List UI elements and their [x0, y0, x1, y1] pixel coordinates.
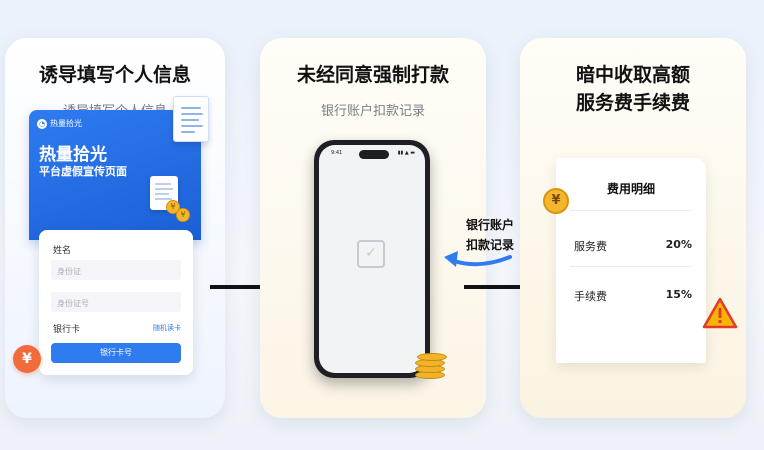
check-icon: ✓ [357, 240, 385, 268]
fee-row-label: 手续费 [574, 290, 607, 303]
step-title: 诱导填写个人信息 [38, 64, 191, 86]
document-icon [173, 96, 209, 142]
info-form: 姓名 身份证 身份证号 银行卡 随机读卡 银行卡号 [39, 230, 193, 375]
brand: ◔ 热量拾光 [37, 118, 82, 129]
fee-row-value: 15% [665, 288, 692, 301]
id-number-placeholder: 身份证号 [57, 299, 89, 308]
step-title-line1: 暗中收取高额 [575, 64, 690, 86]
bank-card-label: 银行卡 [53, 325, 81, 335]
step-subtitle: 银行账户扣款记录 [320, 104, 425, 119]
divider [570, 210, 692, 211]
bank-card-button[interactable]: 银行卡号 [51, 343, 181, 363]
step-title: 未经同意强制打款 [296, 64, 449, 86]
fee-receipt: 费用明细 服务费 20% 手续费 15% [556, 158, 706, 363]
fee-row-value: 20% [665, 238, 692, 251]
phone-mockup: 9:41 ▮▮ ▲ ▬ ✓ [314, 140, 430, 378]
yen-coin-icon: ¥ [543, 188, 569, 214]
bank-label-line1: 银行账户 [466, 218, 515, 232]
bank-label-line2: 扣款记录 [466, 238, 515, 252]
fake-promo-banner: ◔ 热量拾光 热量拾光 平台虚假宣传页面 [29, 110, 201, 240]
coin-icon: ¥ [176, 208, 190, 222]
name-label: 姓名 [53, 246, 72, 256]
fee-row-label: 服务费 [574, 240, 607, 253]
status-time: 9:41 [331, 150, 343, 156]
brand-logo-icon: ◔ [37, 118, 47, 129]
status-icons: ▮▮ ▲ ▬ [397, 150, 415, 156]
warning-icon [702, 297, 738, 329]
phone-notch [359, 150, 389, 159]
phone-screen: 9:41 ▮▮ ▲ ▬ ✓ [319, 145, 425, 373]
id-number-input[interactable] [51, 292, 181, 312]
id-input[interactable] [51, 260, 181, 280]
bank-deduction-label: 银行账户 扣款记录 [466, 215, 514, 255]
step-title-line2: 服务费手续费 [575, 92, 690, 114]
divider [570, 266, 692, 267]
id-placeholder: 身份证 [57, 267, 81, 276]
banner-subtitle: 平台虚假宣传页面 [39, 165, 127, 178]
curved-arrow-icon [444, 251, 512, 267]
receipt-title: 费用明细 [606, 182, 655, 196]
bank-card-link[interactable]: 随机读卡 [153, 324, 181, 332]
banner-title: 热量拾光 [39, 145, 107, 165]
brand-name: 热量拾光 [50, 119, 82, 128]
yen-badge-icon: ¥ [13, 345, 41, 373]
